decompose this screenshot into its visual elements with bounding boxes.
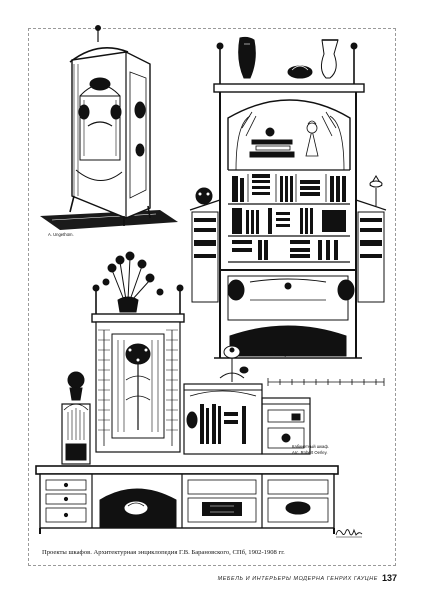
scale-bar-icon (267, 378, 385, 386)
cabinet-engraving-icon (35, 251, 339, 534)
wardrobe-engraving-icon (40, 25, 178, 230)
ungethum-credit-label: A. Ungethüm. (48, 232, 74, 237)
plate-frame (28, 28, 396, 566)
oerley-credit-label-bottom: Arc. Robert Oerley. (292, 450, 328, 455)
artist-signature-icon (335, 528, 363, 538)
figure-caption: Проекты шкафов. Архитектурная энциклопед… (42, 549, 285, 556)
page-number: 137 (382, 573, 398, 583)
cabinet-title-label: Кабинетный шкаф. (292, 444, 329, 449)
oerley-credit-label-top: Arc. Robert Oerley. (252, 352, 288, 357)
running-title: МЕБЕЛЬ И ИНТЕРЬЕРЫ МОДЕРНА ГЕНРИХ ГАУЦНЕ (217, 576, 378, 582)
bookcase-engraving-icon (189, 36, 387, 359)
